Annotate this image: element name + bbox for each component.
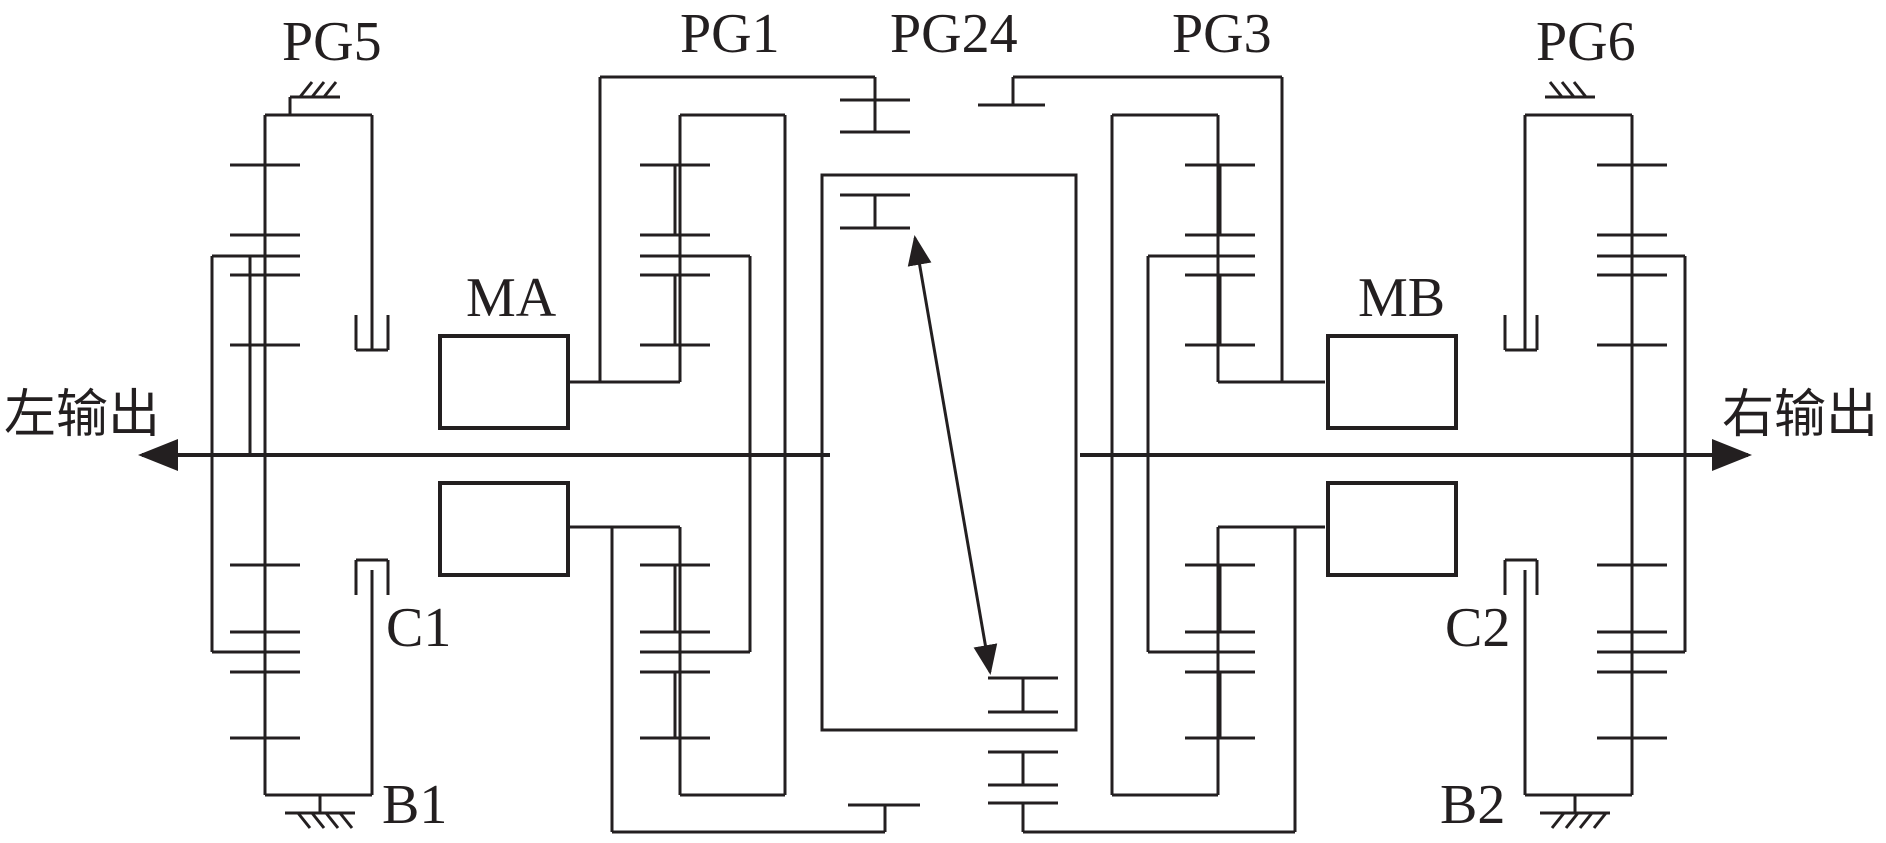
label-mb: MB (1358, 267, 1445, 329)
label-pg1: PG1 (680, 3, 780, 65)
ground-hatch-b1 (285, 795, 355, 829)
pg1-gearset (568, 75, 920, 834)
label-pg3: PG3 (1172, 3, 1272, 65)
motor-ma-upper (438, 334, 570, 430)
motor-ma-lower (438, 481, 570, 577)
label-c1: C1 (386, 597, 451, 659)
clutch-c1 (354, 315, 390, 595)
pg6-gearset (1523, 113, 1687, 797)
motor-mb-upper (1326, 334, 1458, 430)
label-pg5: PG5 (282, 11, 382, 73)
label-b2: B2 (1440, 774, 1505, 836)
label-right-output: 右输出 (1722, 385, 1878, 445)
label-c2: C2 (1445, 597, 1510, 659)
label-ma: MA (466, 267, 557, 329)
pg24-gearset (820, 75, 1297, 834)
label-b1: B1 (382, 774, 447, 836)
ground-hatch-b2 (1540, 795, 1610, 829)
pg5-gearset (210, 113, 374, 797)
ground-hatch-pg5 (288, 81, 340, 115)
pg3-gearset (1080, 77, 1325, 797)
ground-hatch-pg6 (1545, 81, 1595, 99)
clutch-c2 (1503, 315, 1539, 595)
motor-mb-lower (1326, 481, 1458, 577)
label-left-output: 左输出 (4, 385, 160, 445)
label-pg6: PG6 (1536, 11, 1636, 73)
label-pg24: PG24 (890, 3, 1018, 65)
pg24-double-arrow (907, 235, 998, 675)
